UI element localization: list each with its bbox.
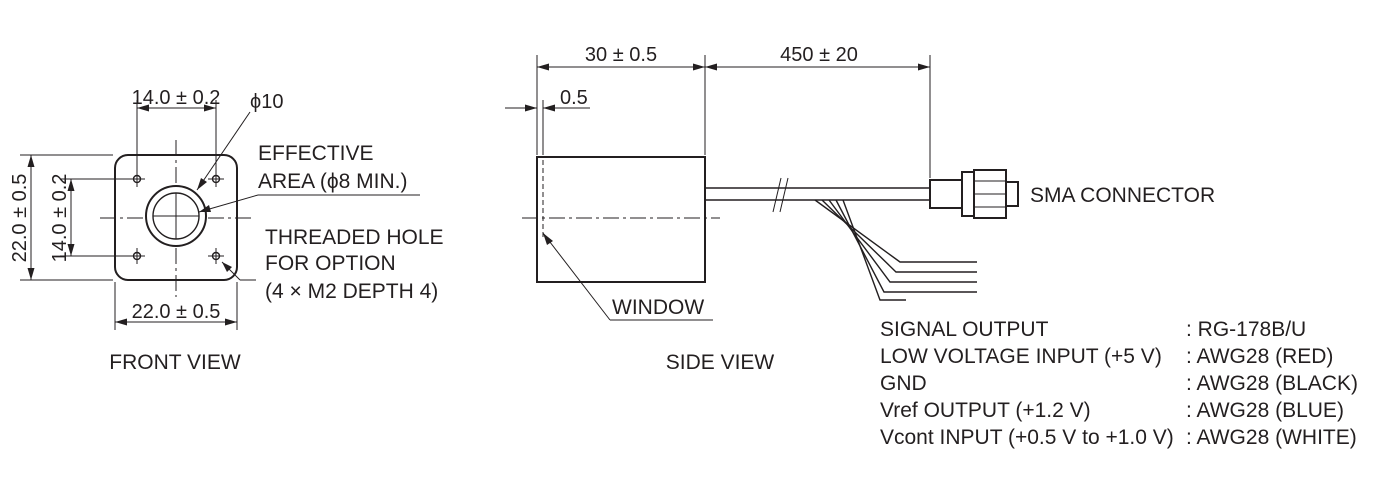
effective-area-label-line1: EFFECTIVE <box>258 142 374 165</box>
wiring-signal: SIGNAL OUTPUT <box>880 318 1049 341</box>
wiring-table: SIGNAL OUTPUT : RG-178B/U LOW VOLTAGE IN… <box>880 318 1358 449</box>
dim-window-offset: 0.5 <box>560 87 588 109</box>
wiring-cable: : AWG28 (RED) <box>1186 345 1333 368</box>
sma-connector-icon <box>929 169 1019 219</box>
wiring-cable: : AWG28 (BLACK) <box>1186 372 1358 395</box>
dim-inner-height: 14.0 ± 0.2 <box>49 174 71 263</box>
wiring-cable: : AWG28 (WHITE) <box>1186 426 1357 449</box>
wiring-row: LOW VOLTAGE INPUT (+5 V) : AWG28 (RED) <box>880 345 1333 368</box>
threaded-hole-label-line3: (4 × M2 DEPTH 4) <box>265 280 438 303</box>
front-view-caption: FRONT VIEW <box>109 351 241 374</box>
wiring-signal: GND <box>880 372 927 395</box>
wiring-signal: LOW VOLTAGE INPUT (+5 V) <box>880 345 1162 368</box>
cable-break-mark <box>779 177 789 213</box>
side-view: SMA CONNECTOR 30 ± 0.5 450 ± 20 0.5 WIND… <box>505 44 1215 374</box>
wiring-row: GND : AWG28 (BLACK) <box>880 372 1358 395</box>
wiring-signal: Vref OUTPUT (+1.2 V) <box>880 399 1091 422</box>
dim-outer-width: 22.0 ± 0.5 <box>132 301 221 323</box>
window-label: WINDOW <box>612 296 704 319</box>
wiring-cable: : RG-178B/U <box>1186 318 1306 341</box>
wiring-signal: Vcont INPUT (+0.5 V to +1.0 V) <box>880 426 1174 449</box>
threaded-holes <box>129 171 224 264</box>
front-view: 14.0 ± 0.2 ϕ10 EFFECTIVE AREA (ϕ8 MIN.) … <box>9 87 444 374</box>
side-view-caption: SIDE VIEW <box>666 351 775 374</box>
dim-body-length: 30 ± 0.5 <box>585 44 657 66</box>
dim-inner-width: 14.0 ± 0.2 <box>132 87 221 109</box>
side-body-outline <box>536 156 706 283</box>
wiring-row: Vcont INPUT (+0.5 V to +1.0 V) : AWG28 (… <box>880 426 1357 449</box>
dim-cable-length: 450 ± 20 <box>780 44 858 66</box>
wiring-cable: : AWG28 (BLUE) <box>1186 399 1344 422</box>
wiring-row: SIGNAL OUTPUT : RG-178B/U <box>880 318 1306 341</box>
threaded-hole-label-line2: FOR OPTION <box>265 252 396 275</box>
cable-break-mark <box>772 177 782 213</box>
threaded-hole-label-line1: THREADED HOLE <box>265 226 444 249</box>
sma-connector-label: SMA CONNECTOR <box>1030 184 1215 207</box>
dim-outer-height: 22.0 ± 0.5 <box>9 174 31 263</box>
dim-diameter: ϕ10 <box>250 91 283 113</box>
wiring-row: Vref OUTPUT (+1.2 V) : AWG28 (BLUE) <box>880 399 1344 422</box>
effective-area-label-line2: AREA (ϕ8 MIN.) <box>258 170 407 193</box>
wire-bundle <box>814 199 977 301</box>
